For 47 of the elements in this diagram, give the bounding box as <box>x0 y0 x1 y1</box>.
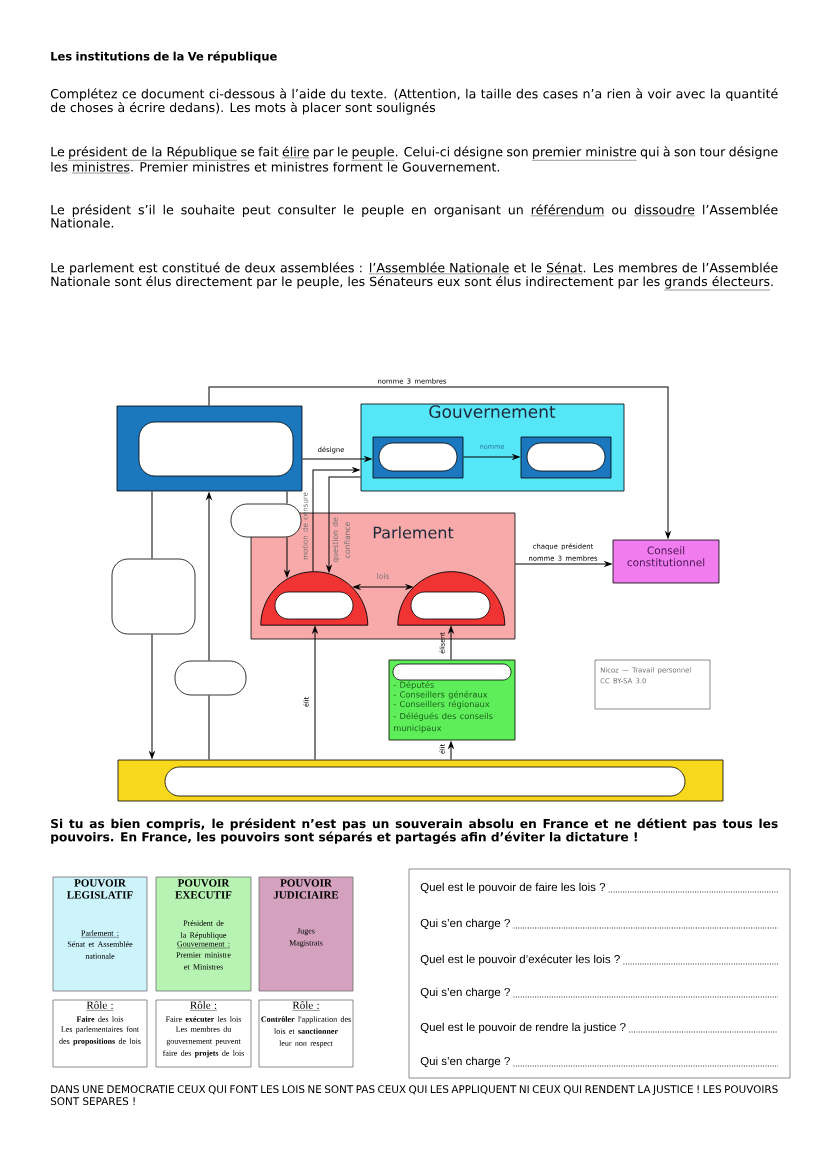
blank-box <box>378 442 458 472</box>
blank-box <box>164 766 686 797</box>
arrow <box>206 492 212 662</box>
paragraph: Le président s’il le souhaite peut consulter le peuple en organisant un référendum ou dissoudre l’Assemblée Nationale. <box>51 204 778 228</box>
arrow <box>301 456 372 462</box>
question-text: Qui s’en charge ? <box>420 918 510 930</box>
question-box <box>408 868 791 1079</box>
role-card: Rôle : Contrôler l'application des lois et sanctionner leur non respect <box>258 999 354 1068</box>
arrow <box>312 467 360 572</box>
blank-box <box>230 503 302 538</box>
note: DANS UNE DEMOCRATIE CEUX QUI FONT LES LOIS NE SONT PAS CEUX QUI LES APPLIQUENT NI CEUX QUI RENDENT LA JUSTICE ! LES POUVOIRS SONT SEPARES ! <box>50 1085 778 1106</box>
blank-box <box>274 591 354 620</box>
institution-box: Conseil constitutionnel <box>612 539 720 584</box>
connector-line <box>208 694 210 761</box>
blank-box <box>410 591 491 620</box>
connector-line <box>286 490 288 505</box>
title: Les institutions de la Ve république <box>51 51 277 63</box>
question-text: Qui s’en charge ? <box>420 1056 510 1068</box>
arrow <box>284 536 290 578</box>
power-card: POUVOIR EXECUTIF Président de la République Gouvernement : Premier ministre et Ministres <box>155 876 252 992</box>
question-text: Quel est le pouvoir de rendre la justice ? <box>420 1022 626 1034</box>
power-card: POUVOIR JUDICIAIRE Juges Magistrats <box>258 876 354 992</box>
blank-box <box>111 558 196 635</box>
paragraph: Le président de la République se fait élire par le peuple. Celui-ci désigne son premier ministre qui à son tour désigne les ministres. Premier ministres et ministres forment le Gouvernement. <box>51 146 778 174</box>
blank-box <box>392 663 512 681</box>
paragraph: Le parlement est constitué de deux assemblées : l’Assemblée Nationale et le Sénat. Les membres de l’Assemblée Nationale sont élus directement par le peuple, les Sénateurs eux sont élus indirectement par les grands électeurs. <box>51 262 778 291</box>
arrow <box>462 454 520 460</box>
arrow <box>208 386 671 539</box>
paragraph: Si tu as bien compris, le président n’est pas un souverain absolu en France et ne détient pas tous les pouvoirs. En France, les pouvoirs sont séparés et partagés afin d’éviter la dictature ! <box>51 818 778 844</box>
arrow <box>353 584 413 590</box>
blank-box <box>526 442 606 472</box>
role-card: Rôle : Faire exécuter les lois Les membres du gouvernement peuvent faire des projets de lois <box>155 999 252 1068</box>
arrow <box>514 561 612 567</box>
blank-box <box>174 660 247 696</box>
question-text: Quel est le pouvoir de faire les lois ? <box>420 882 606 894</box>
paragraph: Complétez ce document ci-dessous à l’aide du texte. (Attention, la taille des cases n’a rien à voir avec la quantité de choses à écrire dedans). Les mots à placer sont soulignés <box>50 88 778 115</box>
blank-box <box>138 421 294 477</box>
question-text: Quel est le pouvoir d’exécuter les lois ? <box>420 954 620 966</box>
power-card: POUVOIR LEGISLATIF Parlement : Sénat et Assemblée nationale <box>52 876 148 992</box>
arrow <box>448 741 454 761</box>
connector-line <box>151 490 153 560</box>
role-card: Rôle : Faire des lois Les parlementaires font des propositions de lois <box>52 999 148 1068</box>
arrow <box>312 626 318 761</box>
arrow <box>149 633 155 759</box>
question-text: Qui s’en charge ? <box>420 987 510 999</box>
arrow <box>448 626 454 661</box>
arrow <box>326 476 362 573</box>
